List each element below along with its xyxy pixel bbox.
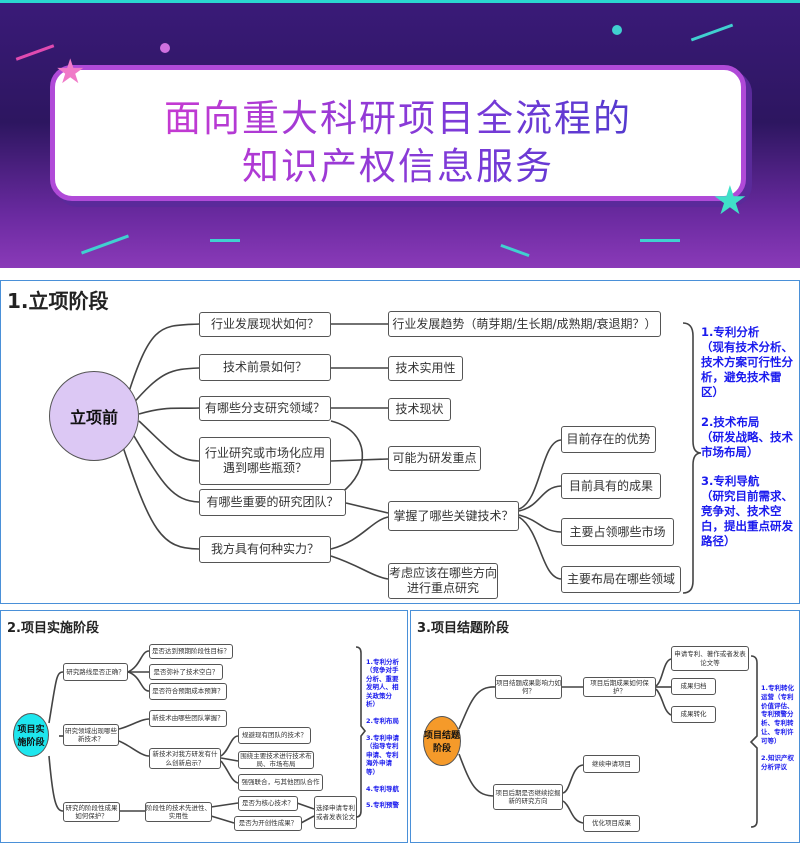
star-icon: ★ xyxy=(712,178,748,224)
answer-node: 是否为开创性成果？ xyxy=(234,816,302,831)
connectors xyxy=(120,323,562,580)
question-node: 行业发展现状如何？ xyxy=(199,312,331,337)
answer-node: 技术现状 xyxy=(388,398,451,421)
answer-node: 是否弥补了技术空白？ xyxy=(149,664,223,680)
answer-node: 是否达到预期阶段性目标？ xyxy=(149,644,233,659)
question-node: 研究的阶段性成果如何保护？ xyxy=(63,802,120,822)
question-node: 研究领域出现哪些新技术？ xyxy=(63,724,119,746)
question-node: 技术前景如何？ xyxy=(199,354,331,381)
section-heading: 2.项目实施阶段 xyxy=(7,621,99,636)
dash-icon xyxy=(80,234,130,255)
answer-node: 技术实用性 xyxy=(388,356,463,381)
title-card: 面向重大科研项目全流程的 知识产权信息服务 xyxy=(50,65,746,201)
result-node: 目前具有的成果 xyxy=(561,473,661,499)
title-line-2: 知识产权信息服务 xyxy=(55,136,741,190)
answer-node: 成果转化 xyxy=(671,706,716,723)
answer-node: 可能为研发重点 xyxy=(388,446,481,471)
dot-icon xyxy=(612,25,622,35)
answer-node: 阶段性的技术先进性、实用性 xyxy=(145,802,212,822)
brace-icon xyxy=(749,655,758,828)
center-node: 项目实施阶段 xyxy=(13,713,49,757)
title-line-1: 面向重大科研项目全流程的 xyxy=(55,88,741,142)
question-node: 我方具有何种实力？ xyxy=(199,536,331,563)
section-implementation: 2.项目实施阶段 项目实施阶段 研究路线是否正确？ 研究领域出现哪些新技术？ 研… xyxy=(0,610,408,843)
section-heading: 1.立项阶段 xyxy=(7,289,109,313)
section-initiation: 1.立项阶段 立项前 行业发展现状如何？ 技术前景如何？ 有哪些分支研究领域？ … xyxy=(0,280,800,604)
answer-node: 是否为核心技术？ xyxy=(238,796,298,811)
title-banner: 面向重大科研项目全流程的 知识产权信息服务 ★ ★ xyxy=(0,0,800,268)
section-completion: 3.项目结题阶段 项目结题阶段 项目结题成果影响力如何？ 项目后期成果如何保护？… xyxy=(410,610,800,843)
answer-node: 规避现有团队的技术？ xyxy=(238,727,311,744)
section-heading: 3.项目结题阶段 xyxy=(417,621,509,636)
dash-icon xyxy=(15,44,55,61)
result-node: 主要占领哪些市场 xyxy=(561,518,674,546)
service-annotation: 1.专利转化运营（专利价值评估、专利预警分析、专利转让、专利许可等） 2.知识产… xyxy=(761,684,794,771)
answer-node: 强强联合，与其他团队合作 xyxy=(238,774,323,791)
answer-node: 掌握了哪些关键技术？ xyxy=(388,501,519,531)
question-node: 行业研究或市场化应用遇到哪些瓶颈？ xyxy=(199,437,331,485)
answer-node: 申请专利、著作或者发表论文等 xyxy=(671,646,749,671)
dash-icon xyxy=(690,23,734,42)
answer-node: 继续申请项目 xyxy=(583,755,640,773)
answer-node: 围绕主要技术进行技术布局、市场布局 xyxy=(238,751,314,769)
star-icon: ★ xyxy=(55,52,86,92)
center-node: 立项前 xyxy=(49,371,139,461)
answer-node: 优化项目成果 xyxy=(583,815,640,832)
answer-node: 考虑应该在哪些方向进行重点研究 xyxy=(388,563,498,599)
answer-node: 成果归档 xyxy=(671,678,716,695)
service-annotation: 1.专利分析 （现有技术分析、技术方案可行性分析，避免技术雷区） 2.技术布局 … xyxy=(701,325,793,549)
answer-node: 新技术对我方研发有什么创新启示？ xyxy=(149,748,221,769)
question-node: 有哪些分支研究领域？ xyxy=(199,396,331,421)
dash-icon xyxy=(210,239,240,242)
dash-icon xyxy=(500,243,530,258)
center-node: 项目结题阶段 xyxy=(423,716,461,766)
connectors xyxy=(48,650,315,824)
dash-icon xyxy=(640,239,680,242)
service-annotation: 1.专利分析 （竞争对手分析、重要发明人、相关政策分析） 2.专利布局 3.专利… xyxy=(366,658,399,810)
answer-node: 选择申请专利或者发表论文 xyxy=(314,796,357,829)
answer-node: 行业发展趋势（萌芽期/生长期/成熟期/衰退期？） xyxy=(388,311,661,337)
connectors xyxy=(458,658,672,824)
result-node: 主要布局在哪些领域 xyxy=(561,566,681,593)
dot-icon xyxy=(160,43,170,53)
result-node: 目前存在的优势 xyxy=(561,426,656,453)
brace-icon xyxy=(355,646,367,818)
question-node: 研究路线是否正确？ xyxy=(63,663,128,681)
answer-node: 项目后期成果如何保护？ xyxy=(583,677,656,697)
brace-icon xyxy=(682,322,702,594)
answer-node: 项目后期是否继续挖掘新的研究方向 xyxy=(493,784,563,810)
answer-node: 新技术由哪些团队掌握？ xyxy=(149,710,227,727)
answer-node: 是否符合预期成本预算？ xyxy=(149,683,227,700)
question-node: 有哪些重要的研究团队？ xyxy=(199,489,346,516)
answer-node: 项目结题成果影响力如何？ xyxy=(495,675,562,699)
